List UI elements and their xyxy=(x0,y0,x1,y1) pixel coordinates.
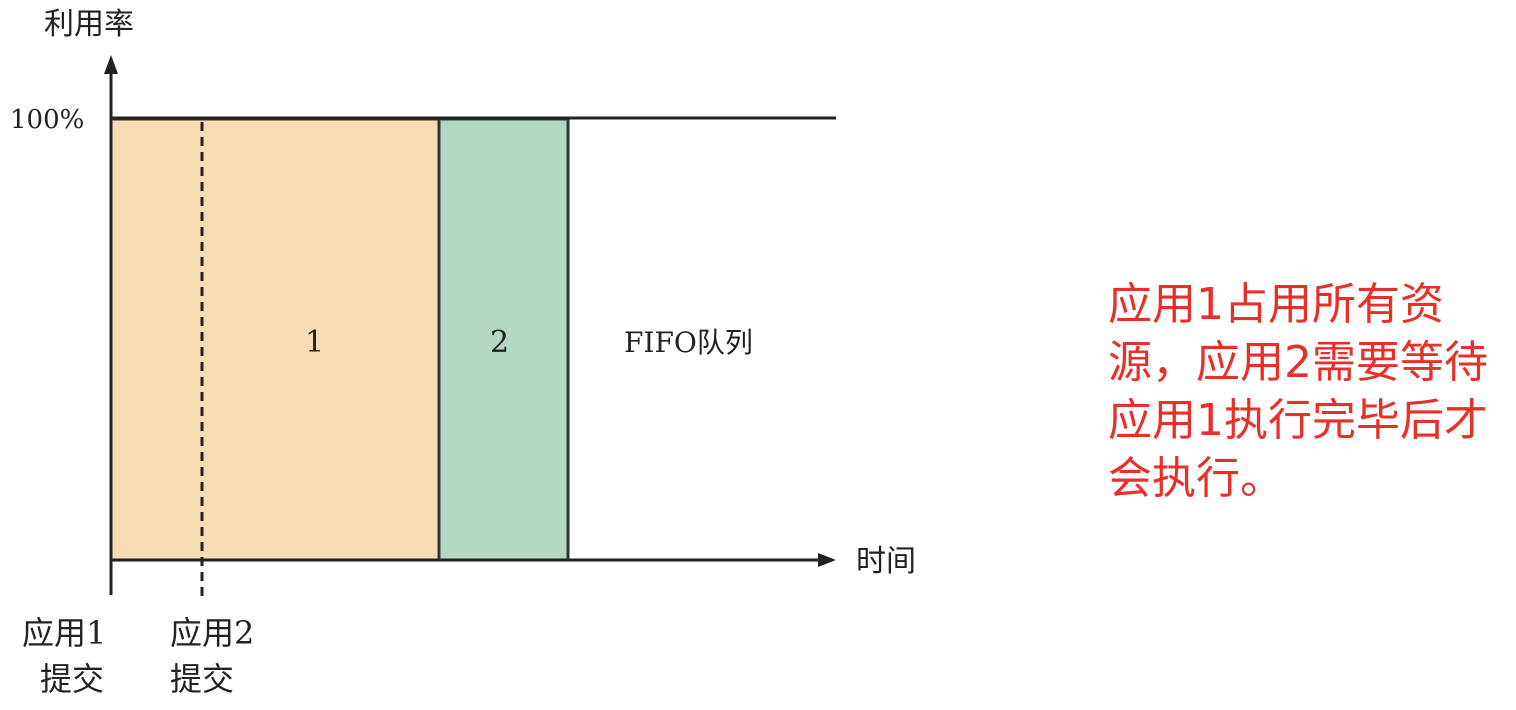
x-axis-arrow xyxy=(818,553,836,567)
app2-block xyxy=(437,117,570,562)
max-utilization-label: 100% xyxy=(10,105,85,135)
block-1-label: 1 xyxy=(305,325,325,360)
app1-submit-label-line2: 提交 xyxy=(40,660,105,698)
app1-block xyxy=(109,117,441,562)
fifo-queue-label: FIFO队列 xyxy=(624,326,753,359)
y-axis-arrow xyxy=(104,55,118,74)
app2-submit-label: 应用2 xyxy=(170,614,255,652)
x-axis-label: 时间 xyxy=(856,544,916,579)
y-axis-label: 利用率 xyxy=(44,7,134,42)
app1-submit-label: 应用1 xyxy=(22,614,107,652)
explanation-note: 应用1占用所有资源，应用2需要等待应用1执行完毕后才会执行。 xyxy=(1108,279,1488,504)
block-2-label: 2 xyxy=(490,325,510,360)
app2-submit-label-line2: 提交 xyxy=(170,660,235,698)
